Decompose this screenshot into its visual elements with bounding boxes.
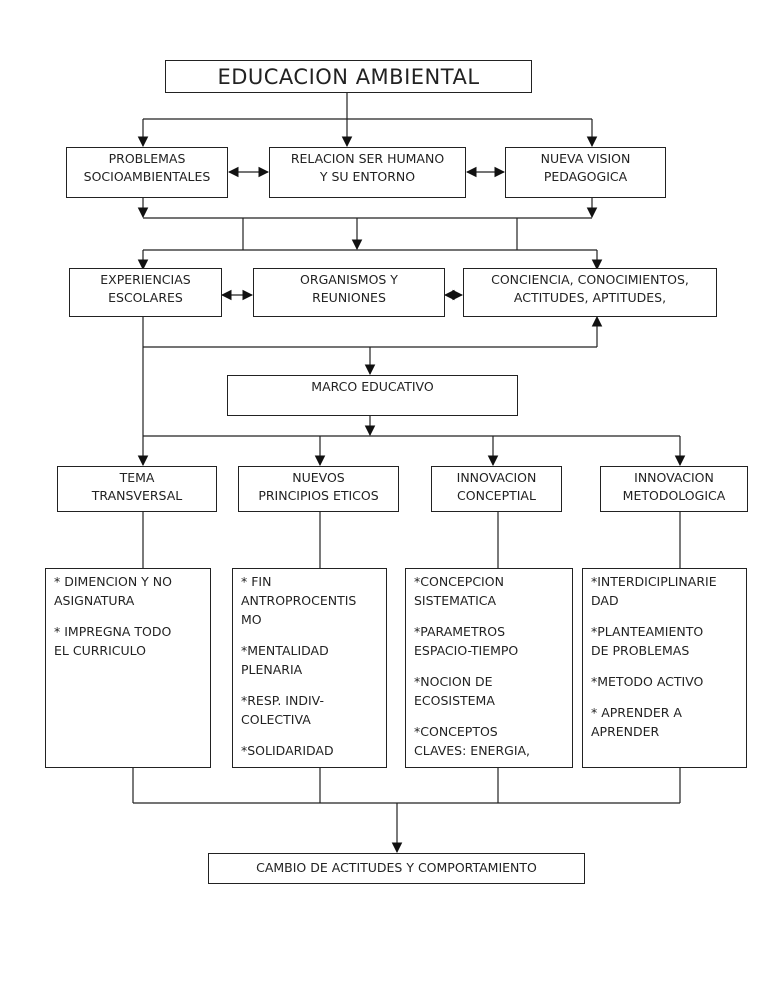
problemas-box: PROBLEMAS SOCIOAMBIENTALES	[66, 147, 228, 198]
list-item: *PLANTEAMIENTO DE PROBLEMAS	[591, 624, 704, 658]
innovacion-conceptual-box: INNOVACION CONCEPTIAL	[431, 466, 562, 512]
list-item: *RESP. INDIV- COLECTIVA	[241, 693, 324, 727]
list-item: *MENTALIDAD PLENARIA	[241, 643, 329, 677]
list-item: *INTERDICIPLINARIE DAD	[591, 574, 717, 608]
conciencia-box: CONCIENCIA, CONOCIMIENTOS, ACTITUDES, AP…	[463, 268, 717, 317]
list-box: * DIMENCION Y NO ASIGNATURA * IMPREGNA T…	[45, 568, 211, 768]
result-box: CAMBIO DE ACTITUDES Y COMPORTAMIENTO	[208, 853, 585, 884]
organismos-box: ORGANISMOS Y REUNIONES	[253, 268, 445, 317]
list-item: *CONCEPTOS CLAVES: ENERGIA,	[414, 724, 531, 758]
list-item: *PARAMETROS ESPACIO-TIEMPO	[414, 624, 519, 658]
list-item: * IMPREGNA TODO EL CURRICULO	[54, 624, 172, 658]
list-item: *NOCION DE ECOSISTEMA	[414, 674, 495, 708]
list-item: * FIN ANTROPROCENTIS MO	[241, 574, 357, 627]
list-box: *CONCEPCION SISTEMATICA *PARAMETROS ESPA…	[405, 568, 573, 768]
list-item: * APRENDER A APRENDER	[591, 705, 682, 739]
tema-box: TEMA TRANSVERSAL	[57, 466, 217, 512]
nueva-vision-box: NUEVA VISION PEDAGOGICA	[505, 147, 666, 198]
list-item: *SOLIDARIDAD	[241, 743, 334, 758]
list-item: *CONCEPCION SISTEMATICA	[414, 574, 504, 608]
list-box: *INTERDICIPLINARIE DAD *PLANTEAMIENTO DE…	[582, 568, 747, 768]
list-box: * FIN ANTROPROCENTIS MO *MENTALIDAD PLEN…	[232, 568, 387, 768]
relacion-box: RELACION SER HUMANO Y SU ENTORNO	[269, 147, 466, 198]
title-box: EDUCACION AMBIENTAL	[165, 60, 532, 93]
innovacion-metodologica-box: INNOVACION METODOLOGICA	[600, 466, 748, 512]
principios-box: NUEVOS PRINCIPIOS ETICOS	[238, 466, 399, 512]
experiencias-box: EXPERIENCIAS ESCOLARES	[69, 268, 222, 317]
list-item: *METODO ACTIVO	[591, 674, 704, 689]
list-item: * DIMENCION Y NO ASIGNATURA	[54, 574, 172, 608]
marco-box: MARCO EDUCATIVO	[227, 375, 518, 416]
